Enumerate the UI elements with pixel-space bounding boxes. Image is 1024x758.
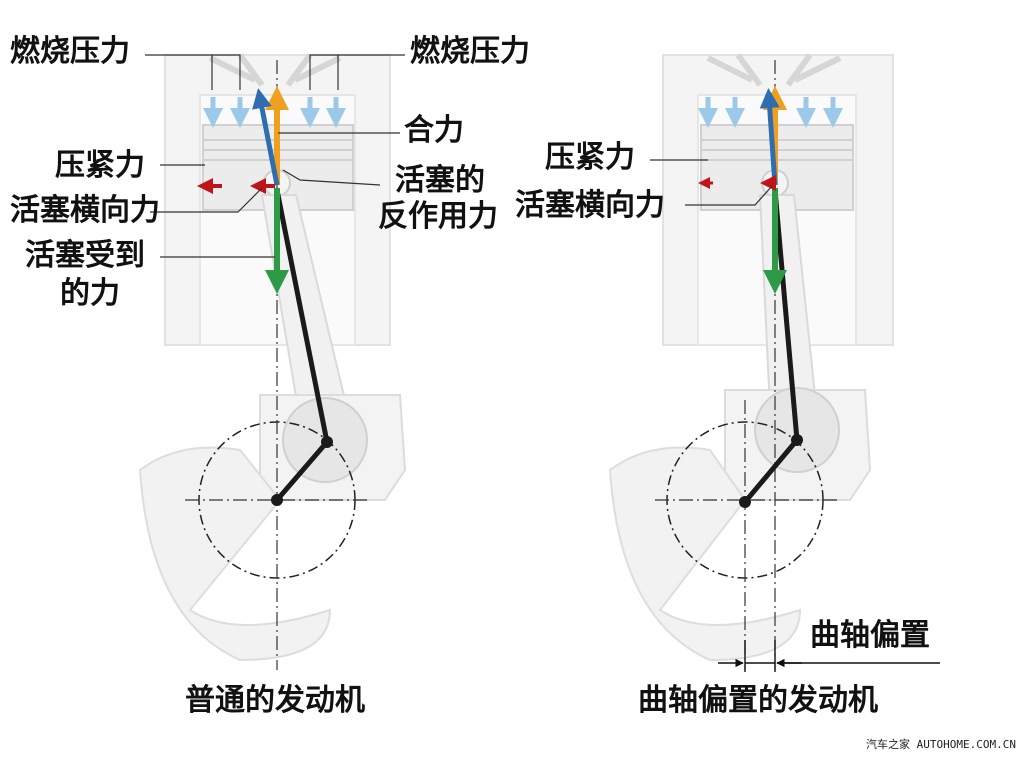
left-engine: [138, 53, 407, 670]
left-combustion-label-left: 燃烧压力: [10, 34, 130, 69]
right-valves: [706, 53, 842, 87]
right-engine: [608, 53, 940, 672]
left-counterweight: [138, 446, 332, 662]
left-reaction-label-1: 活塞的: [395, 163, 485, 198]
left-clamping-label: 压紧力: [55, 148, 145, 183]
left-valves: [208, 53, 342, 87]
left-resultant-label: 合力: [404, 113, 464, 148]
right-con-rod: [772, 189, 800, 441]
left-combustion-label-right: 燃烧压力: [410, 34, 530, 69]
left-leader-lines: [145, 54, 405, 258]
right-lateral-label: 活塞横向力: [515, 188, 665, 223]
left-received-label-2: 的力: [60, 276, 120, 311]
right-leader-lines: [650, 159, 773, 206]
right-clamping-label: 压紧力: [545, 140, 635, 175]
watermark: 汽车之家 AUTOHOME.COM.CN: [866, 738, 1016, 751]
left-received-label-1: 活塞受到: [25, 238, 145, 273]
left-caption: 普通的发动机: [185, 683, 365, 718]
left-reaction-arrow: [252, 88, 280, 186]
right-pressure-arrows: [698, 97, 843, 128]
left-crank-throw: [275, 440, 329, 502]
offset-dimension: [718, 640, 940, 672]
right-counterweight: [608, 446, 802, 662]
right-offset-label: 曲轴偏置: [810, 618, 930, 653]
right-crank-throw: [743, 438, 799, 504]
left-pressure-arrows: [203, 97, 346, 128]
right-caption: 曲轴偏置的发动机: [638, 683, 878, 718]
left-con-rod: [274, 189, 330, 443]
right-reaction-arrow: [759, 88, 780, 186]
left-lateral-label: 活塞横向力: [10, 193, 160, 228]
left-reaction-label-2: 反作用力: [378, 199, 498, 234]
